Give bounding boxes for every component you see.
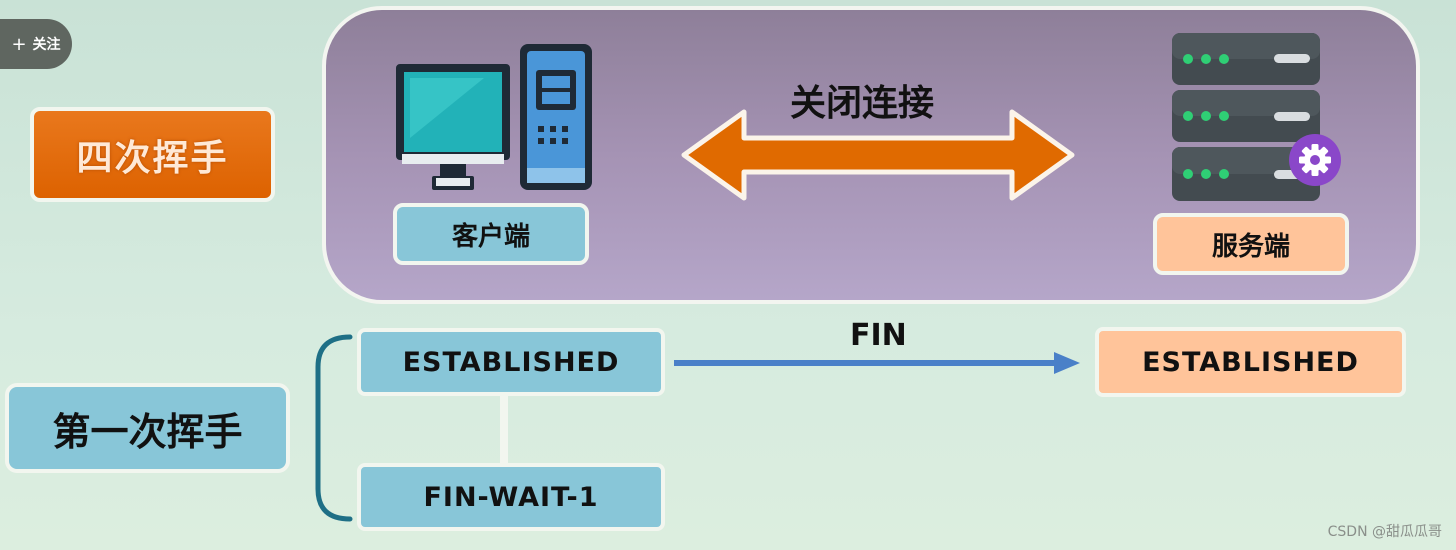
server-state-established: ESTABLISHED [1095, 327, 1406, 397]
fin-arrow [674, 352, 1080, 374]
diagram-title: 四次挥手 [30, 107, 275, 202]
server-rack-icon [1172, 33, 1320, 201]
client-label: 客户端 [393, 203, 589, 265]
desktop-computer-icon [396, 44, 592, 190]
plus-icon: + [11, 33, 27, 55]
client-state-fin-wait-1: FIN-WAIT-1 [357, 463, 665, 531]
follow-button[interactable]: + 关注 [0, 19, 72, 69]
fin-label: FIN [850, 318, 907, 353]
close-connection-label: 关闭连接 [790, 83, 935, 124]
credit-watermark: CSDN @甜瓜瓜哥 [1327, 524, 1442, 540]
gear-icon [1289, 134, 1341, 186]
follow-label: 关注 [32, 37, 61, 53]
state-connector [500, 396, 508, 464]
close-connection-arrow [681, 109, 1075, 201]
first-wave-title: 第一次挥手 [5, 383, 290, 473]
bracket [315, 334, 353, 522]
client-state-established: ESTABLISHED [357, 328, 665, 396]
server-label: 服务端 [1153, 213, 1349, 275]
